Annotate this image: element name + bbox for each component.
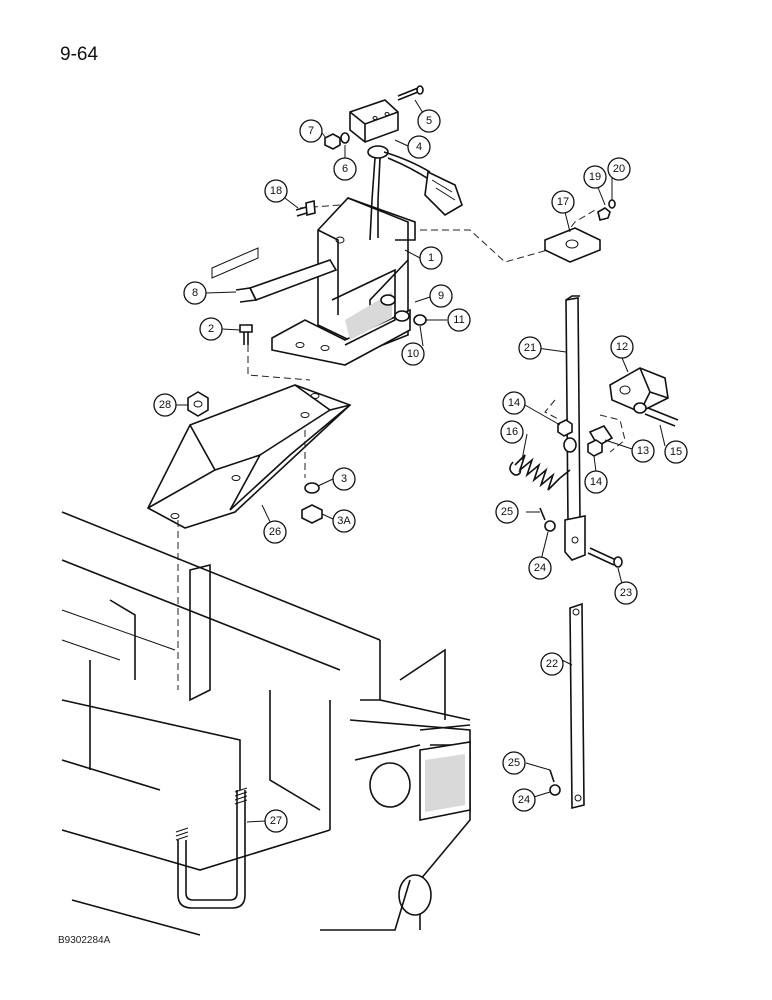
cotter-pin-upper — [539, 507, 546, 521]
callout-9: 9 — [429, 284, 453, 308]
callout-15: 15 — [664, 440, 688, 464]
lever — [609, 367, 679, 427]
svg-text:21: 21 — [524, 342, 536, 354]
svg-text:17: 17 — [557, 196, 569, 208]
clevis-pin — [587, 547, 623, 568]
callout-26: 26 — [263, 520, 287, 544]
svg-text:12: 12 — [616, 341, 628, 353]
washer-3 — [304, 482, 320, 494]
nut-3a — [301, 504, 323, 524]
pin-5 — [397, 85, 424, 101]
switch-assembly — [349, 99, 463, 241]
callout-21: 21 — [518, 336, 542, 360]
callout-24a: 24 — [528, 556, 552, 580]
svg-text:22: 22 — [546, 658, 558, 670]
bolt-18 — [295, 199, 316, 217]
svg-text:19: 19 — [589, 171, 601, 183]
svg-text:14: 14 — [508, 397, 520, 409]
callout-11: 11 — [447, 308, 471, 332]
callout-22: 22 — [540, 652, 564, 676]
svg-text:27: 27 — [270, 815, 282, 827]
callout-24b: 24 — [512, 788, 536, 812]
svg-text:25: 25 — [501, 506, 513, 518]
svg-text:5: 5 — [426, 115, 432, 127]
svg-text:24: 24 — [518, 794, 530, 806]
upper-rod — [563, 295, 586, 561]
svg-text:2: 2 — [208, 323, 214, 335]
callout-4: 4 — [407, 135, 431, 159]
callout-25b: 25 — [502, 751, 526, 775]
nut-washer — [324, 132, 350, 150]
tractor-frame — [61, 511, 471, 936]
svg-text:25: 25 — [508, 757, 520, 769]
svg-text:18: 18 — [270, 185, 282, 197]
page-number: 9-64 — [60, 44, 99, 65]
callout-25a: 25 — [495, 500, 519, 524]
svg-text:16: 16 — [506, 426, 518, 438]
callout-6: 6 — [333, 157, 357, 181]
svg-text:26: 26 — [269, 526, 281, 538]
u-bolt — [175, 787, 248, 909]
svg-text:28: 28 — [159, 399, 171, 411]
svg-text:11: 11 — [453, 314, 464, 326]
callout-14a: 14 — [502, 391, 526, 415]
callout-2: 2 — [199, 317, 223, 341]
nut-14a — [557, 419, 573, 437]
nut-14b — [587, 439, 603, 457]
svg-text:24: 24 — [534, 562, 546, 574]
svg-text:4: 4 — [416, 141, 422, 153]
svg-text:20: 20 — [613, 163, 625, 175]
nut-28 — [187, 391, 209, 417]
callout-20: 20 — [607, 157, 631, 181]
callout-23: 23 — [614, 581, 638, 605]
callout-5: 5 — [417, 109, 441, 133]
callout-27: 27 — [264, 809, 288, 833]
callout-10: 10 — [401, 342, 425, 366]
bolt-2 — [239, 324, 253, 345]
svg-text:7: 7 — [308, 125, 314, 137]
svg-text:10: 10 — [407, 348, 419, 360]
svg-text:3: 3 — [341, 473, 347, 485]
callout-13: 13 — [631, 439, 655, 463]
figure-code: B9302284A — [58, 935, 111, 946]
callout-19: 19 — [583, 165, 607, 189]
mounting-block — [544, 199, 616, 263]
callout-1: 1 — [419, 246, 443, 270]
callout-7: 7 — [299, 119, 323, 143]
callout-18: 18 — [264, 179, 288, 203]
svg-text:13: 13 — [637, 445, 649, 457]
svg-text:23: 23 — [620, 587, 632, 599]
lower-rod — [569, 602, 585, 810]
svg-text:6: 6 — [342, 163, 348, 175]
svg-text:1: 1 — [428, 252, 434, 264]
callout-14b: 14 — [584, 470, 608, 494]
callout-3: 3 — [332, 467, 356, 491]
svg-text:9: 9 — [438, 290, 444, 302]
callout-17: 17 — [551, 190, 575, 214]
callout-8: 8 — [183, 281, 207, 305]
svg-text:8: 8 — [192, 287, 198, 299]
cotter-pin-lower — [549, 769, 555, 783]
washer-lower — [549, 784, 561, 796]
callout-28: 28 — [153, 393, 177, 417]
svg-text:3A: 3A — [337, 515, 351, 527]
svg-text:14: 14 — [590, 476, 602, 488]
callout-16: 16 — [500, 420, 524, 444]
callout-3a: 3A — [332, 509, 356, 533]
svg-text:15: 15 — [670, 446, 682, 458]
switch-bracket — [211, 197, 427, 366]
washer-upper — [544, 520, 556, 532]
spring — [509, 454, 571, 491]
mounting-plate — [146, 384, 352, 529]
callout-12: 12 — [610, 335, 634, 359]
